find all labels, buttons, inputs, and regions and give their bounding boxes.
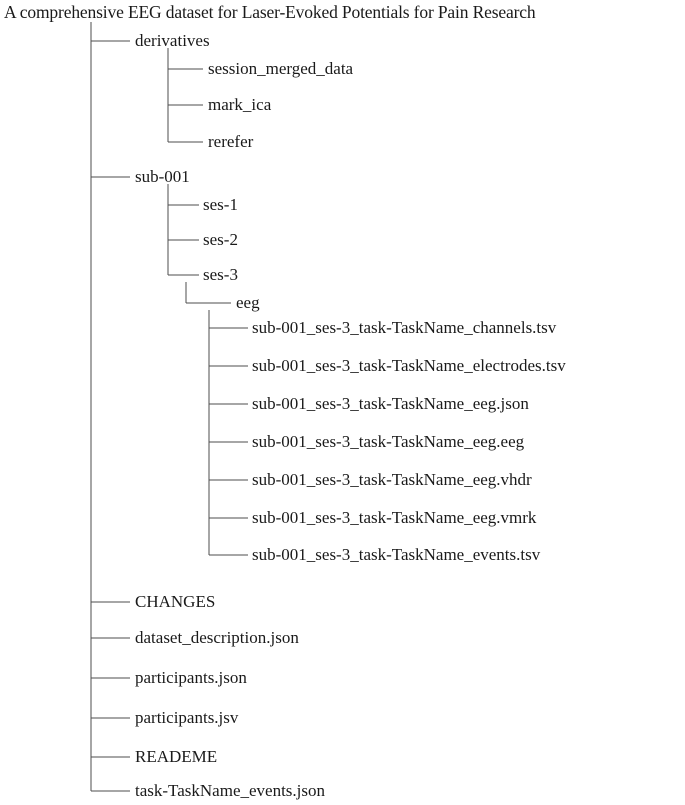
tree-node-CHANGES[interactable]: CHANGES: [135, 592, 216, 611]
tree-node-eeg[interactable]: eeg: [236, 293, 260, 312]
tree-node-rerefer[interactable]: rerefer: [208, 132, 254, 151]
tree-node-ses-2[interactable]: ses-2: [203, 230, 238, 249]
tree-node-participants_json[interactable]: participants.json: [135, 668, 247, 687]
tree-node-READEME[interactable]: READEME: [135, 747, 218, 766]
tree-node-f_channels[interactable]: sub-001_ses-3_task-TaskName_channels.tsv: [252, 318, 557, 337]
tree-node-f_events_tsv[interactable]: sub-001_ses-3_task-TaskName_events.tsv: [252, 545, 541, 564]
tree-node-sub-001[interactable]: sub-001: [135, 167, 190, 186]
tree-node-participants_jsv[interactable]: participants.jsv: [135, 708, 239, 727]
tree-node-f_eeg_vhdr[interactable]: sub-001_ses-3_task-TaskName_eeg.vhdr: [252, 470, 532, 489]
figure-title: A comprehensive EEG dataset for Laser-Ev…: [4, 2, 536, 22]
tree-node-f_eeg_eeg[interactable]: sub-001_ses-3_task-TaskName_eeg.eeg: [252, 432, 525, 451]
tree-node-ses-3[interactable]: ses-3: [203, 265, 238, 284]
tree-connector-group: [91, 40, 248, 792]
tree-trunk-group: [90, 22, 210, 791]
tree-node-f_eeg_vmrk[interactable]: sub-001_ses-3_task-TaskName_eeg.vmrk: [252, 508, 537, 527]
tree-node-derivatives[interactable]: derivatives: [135, 31, 210, 50]
tree-node-session_merged[interactable]: session_merged_data: [208, 59, 354, 78]
tree-node-ses-1[interactable]: ses-1: [203, 195, 238, 214]
tree-node-dataset_description[interactable]: dataset_description.json: [135, 628, 299, 647]
tree-node-task_events_json[interactable]: task-TaskName_events.json: [135, 781, 326, 800]
tree-node-f_electrodes[interactable]: sub-001_ses-3_task-TaskName_electrodes.t…: [252, 356, 566, 375]
tree-node-f_eeg_json[interactable]: sub-001_ses-3_task-TaskName_eeg.json: [252, 394, 529, 413]
tree-node-mark_ica[interactable]: mark_ica: [208, 95, 272, 114]
